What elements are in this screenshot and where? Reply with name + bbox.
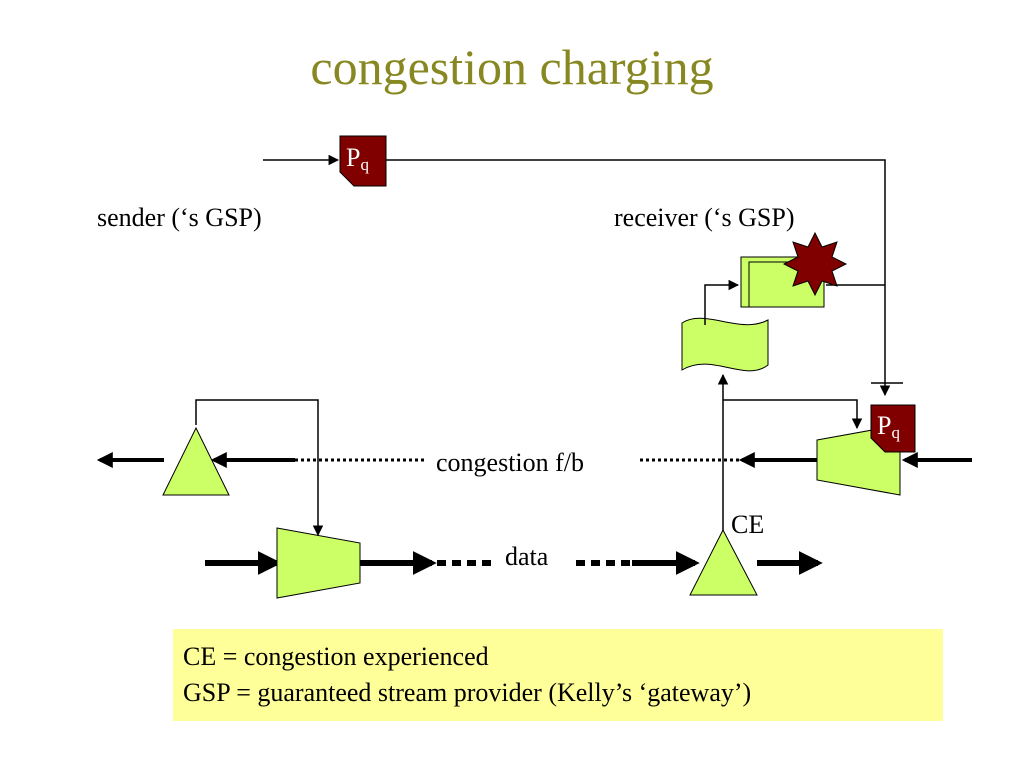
ce-label: CE [731, 510, 765, 539]
sender-meter-shape [276, 527, 361, 599]
data-label: data [505, 542, 549, 571]
charge-star-icon [782, 231, 848, 297]
report-document-icon [681, 317, 769, 372]
page-title: congestion charging [310, 39, 714, 95]
sender-control-line [195, 399, 324, 537]
sender-label: sender (‘s GSP) [97, 203, 262, 232]
ce-router-triangle [689, 528, 758, 596]
price-tag-top-label: Pq [346, 143, 369, 174]
price-tag-receiver [870, 404, 916, 453]
legend-box: CE = congestion experienced GSP = guaran… [173, 629, 943, 721]
legend-line-gsp: GSP = guaranteed stream provider (Kelly’… [183, 678, 752, 707]
legend-line-ce: CE = congestion experienced [183, 642, 489, 671]
ce-to-receiver-line [723, 399, 863, 430]
congestion-fb-label: congestion f/b [436, 448, 585, 477]
report-to-meter-line [704, 279, 740, 325]
sender-gsp-triangle [162, 426, 230, 496]
price-tag-top [339, 135, 387, 187]
price-feed-line [385, 159, 891, 397]
price-tag-receiver-label: Pq [877, 411, 900, 442]
receiver-label: receiver (‘s GSP) [614, 203, 795, 232]
